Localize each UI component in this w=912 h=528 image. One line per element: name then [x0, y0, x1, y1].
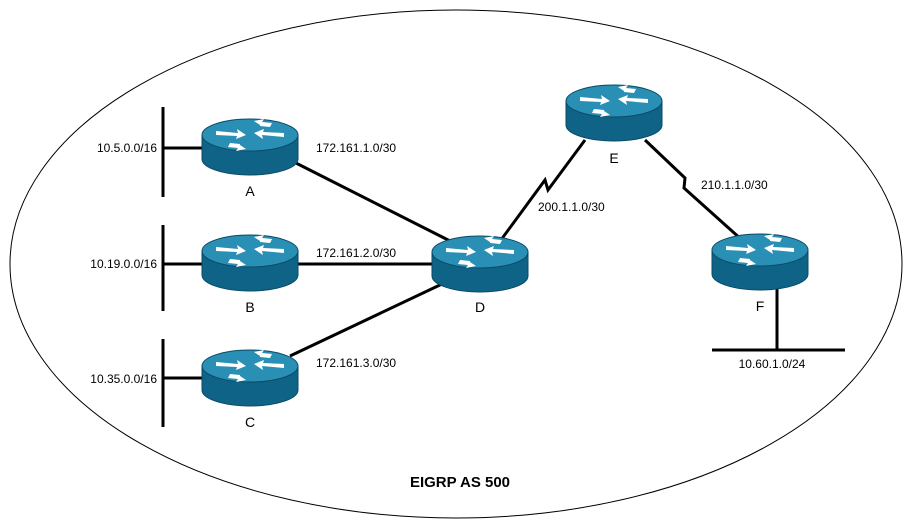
lan-label-f: 10.60.1.0/24 — [739, 357, 806, 371]
link-label-d-e: 200.1.1.0/30 — [538, 200, 605, 214]
router-a-label: A — [245, 183, 255, 199]
router-e-icon[interactable] — [565, 84, 663, 142]
lan-label-b: 10.19.0.0/16 — [90, 257, 157, 271]
serial-link-d-e — [496, 139, 587, 245]
link-label-e-f: 210.1.1.0/30 — [701, 178, 768, 192]
router-b-label: B — [245, 299, 254, 315]
router-a-icon[interactable] — [201, 118, 299, 176]
lan-segment-a — [161, 107, 203, 197]
link-c-d — [289, 282, 443, 358]
link-label-b-d: 172.161.2.0/30 — [316, 246, 396, 260]
router-f-icon[interactable] — [711, 233, 809, 291]
lan-label-c: 10.35.0.0/16 — [90, 372, 157, 386]
as-boundary — [9, 9, 903, 519]
link-label-c-d: 172.161.3.0/30 — [316, 356, 396, 370]
router-d-icon[interactable] — [431, 235, 529, 293]
link-a-d — [289, 158, 459, 247]
lan-segment-b — [161, 225, 203, 311]
router-e-label: E — [609, 150, 618, 166]
lan-label-a: 10.5.0.0/16 — [97, 141, 157, 155]
router-d-label: D — [475, 299, 485, 315]
serial-link-e-f — [643, 138, 744, 242]
router-c-label: C — [245, 414, 255, 430]
diagram-title: EIGRP AS 500 — [410, 474, 510, 491]
router-f-label: F — [756, 298, 765, 314]
router-c-icon[interactable] — [201, 349, 299, 407]
router-b-icon[interactable] — [201, 234, 299, 292]
lan-segment-c — [161, 339, 203, 427]
link-label-a-d: 172.161.1.0/30 — [316, 141, 396, 155]
lan-segment-f — [712, 282, 845, 352]
